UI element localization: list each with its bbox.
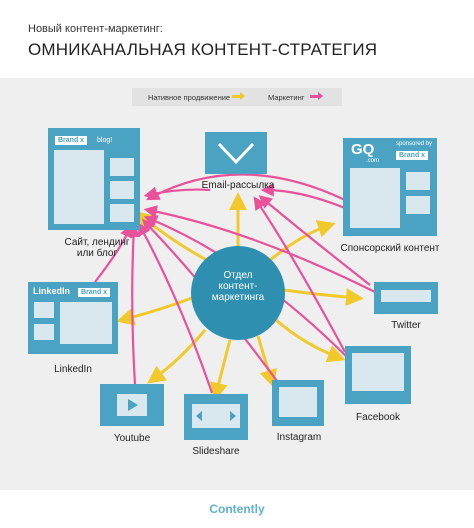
- legend-native-arrow-icon: [232, 92, 245, 100]
- site-label-line2: или блог: [76, 248, 118, 259]
- linkedin-label: LinkedIn: [54, 364, 92, 375]
- marketing-arrow-youtube-site: [126, 223, 141, 386]
- native-arrow-twitter: [283, 288, 364, 307]
- native-arrow-youtube: [147, 329, 207, 384]
- legend-native-label: Нативное продвижение: [148, 93, 231, 102]
- site-label-line1: Сайт, лендинг: [64, 237, 130, 248]
- sponsored-label: Спонсорский контент: [340, 243, 440, 254]
- youtube-label: Youtube: [113, 433, 151, 444]
- gq-com: .com: [366, 158, 380, 164]
- photo-icon: [279, 387, 317, 417]
- hub-line1: Отдел: [223, 270, 253, 281]
- hub-circle: Отдел контент- маркетинга: [191, 246, 285, 340]
- native-arrow-instagram: [256, 335, 277, 388]
- linkedin-logo: LinkedIn: [33, 286, 71, 296]
- native-arrow-sponsored: [267, 220, 336, 264]
- legend-marketing-label: Маркетинг: [268, 93, 305, 102]
- native-arrow-linkedin: [116, 296, 193, 326]
- legend-marketing-arrow-icon: [310, 92, 323, 100]
- hub-line2: контент-: [218, 281, 258, 292]
- page-title: ОМНИКАНАЛЬНАЯ КОНТЕНТ-СТРАТЕГИЯ: [28, 40, 378, 59]
- instagram-label: Instagram: [276, 432, 322, 443]
- marketing-arrow-twitter-site: [143, 205, 376, 293]
- linkedin-brand-tag: Brand x: [78, 288, 111, 297]
- marketing-arrow-facebook-email: [253, 196, 346, 353]
- marketing-arrow-sponsored-site: [146, 173, 346, 201]
- marketing-arrow-linkedin-site: [94, 223, 133, 283]
- marketing-arrow-sponsored-email: [260, 183, 346, 210]
- footer-brand: Contently: [209, 502, 265, 516]
- marketing-arrow-twitter-email: [258, 195, 371, 286]
- facebook-label: Facebook: [356, 412, 400, 423]
- slides-icon: [196, 411, 236, 421]
- envelope-icon: [217, 142, 255, 165]
- legend: Нативное продвижение Маркетинг: [132, 88, 342, 106]
- site-blog-tag: blog!: [97, 137, 113, 144]
- sponsored-by-text: sponsored by: [396, 141, 433, 147]
- native-arrow-facebook: [275, 318, 346, 363]
- play-icon: [128, 399, 138, 411]
- email-label: Email-рассылка: [201, 180, 275, 191]
- slideshare-label: Slideshare: [192, 446, 240, 457]
- site-label: Сайт, лендинг или блог: [38, 237, 156, 259]
- marketing-arrow-slideshare-site: [137, 222, 214, 394]
- twitter-label: Twitter: [391, 320, 421, 331]
- native-arrow-slideshare: [210, 339, 232, 401]
- page-subtitle: Новый контент-маркетинг:: [28, 23, 163, 35]
- site-brand-tag: Brand x: [55, 136, 88, 145]
- hub-line3: маркетинга: [211, 292, 265, 303]
- sponsored-brand-tag: Brand x: [396, 151, 429, 160]
- gq-logo: GQ: [351, 141, 375, 158]
